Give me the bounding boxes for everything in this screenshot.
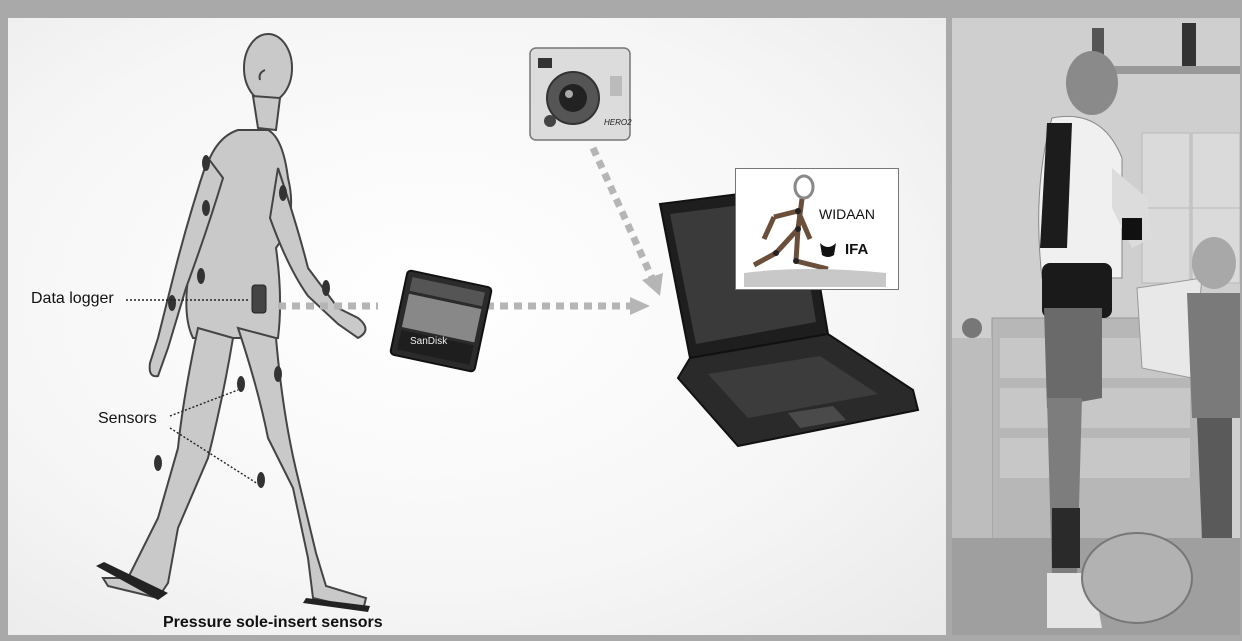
data-logger-label: Data logger (31, 290, 114, 308)
widaan-software-card: WIDAAN IFA (735, 168, 899, 290)
sensors-label: Sensors (98, 410, 157, 428)
diagram-canvas (8, 18, 946, 635)
memory-card-image (390, 270, 492, 372)
ifa-logo-text: IFA (845, 241, 868, 258)
measurement-system-diagram: WIDAAN IFA SanDisk HERO2 Data logger Sen… (8, 18, 946, 635)
walking-person-figure (103, 34, 366, 610)
skeleton-avatar-icon (736, 169, 898, 289)
camera-model-label: HERO2 (604, 118, 632, 127)
widaan-title: WIDAAN (819, 206, 875, 222)
photo-woman-with-sensors-icon (952, 18, 1240, 635)
ifa-logo-icon (820, 243, 836, 257)
data-logger-device (252, 285, 266, 313)
field-measurement-photo (952, 18, 1240, 635)
arrow-head-right (630, 297, 650, 315)
pressure-sole-label: Pressure sole-insert sensors (163, 614, 383, 632)
memory-card-brand: SanDisk (410, 336, 447, 347)
